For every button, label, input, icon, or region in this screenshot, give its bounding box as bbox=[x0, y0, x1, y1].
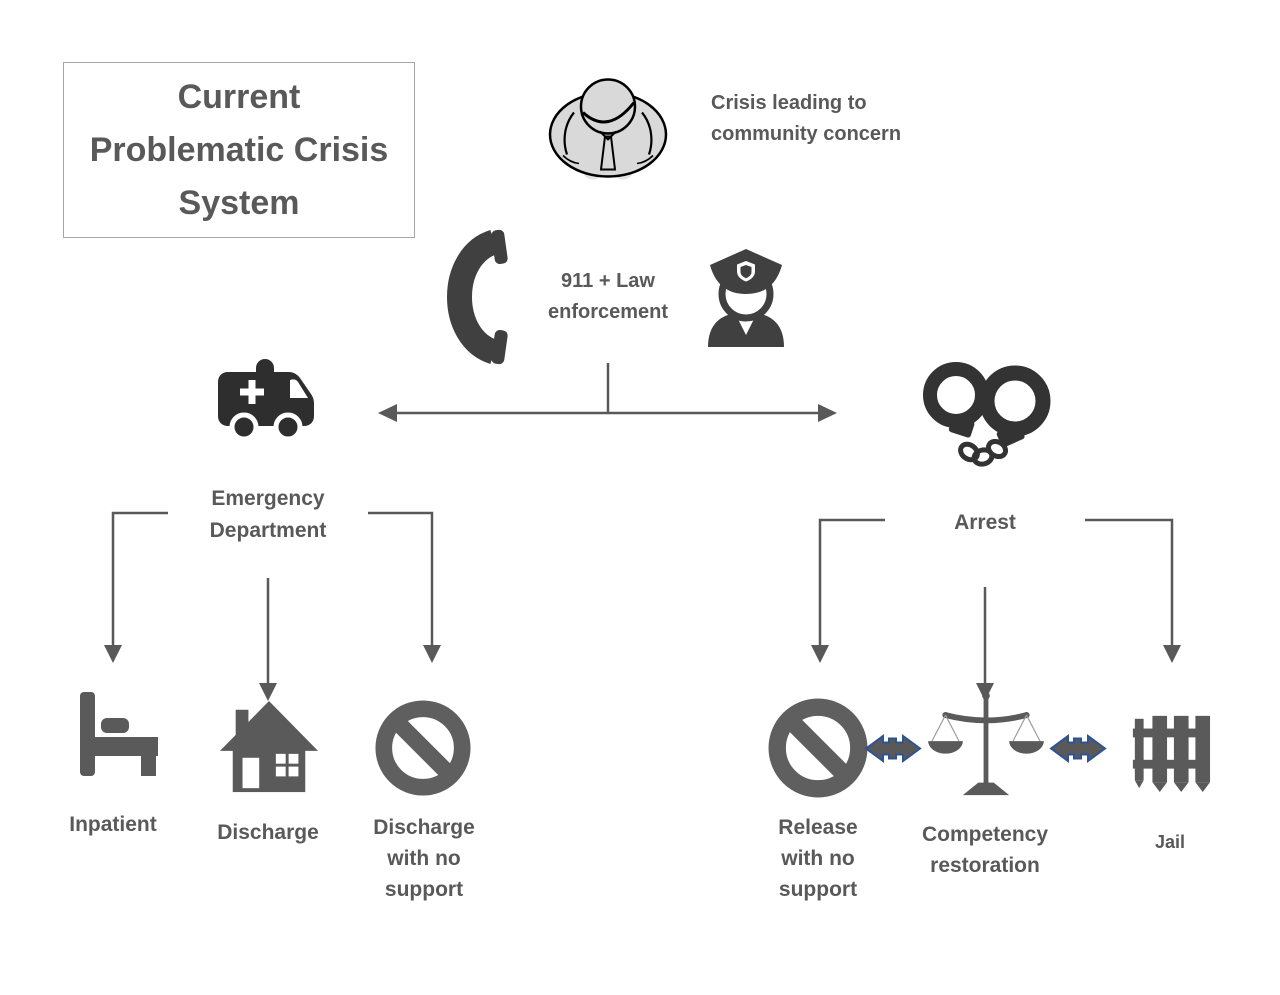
scales-of-justice-icon bbox=[928, 690, 1044, 798]
telephone-icon bbox=[442, 226, 510, 368]
jail-label: Jail bbox=[1154, 832, 1186, 852]
title-line: Problematic Crisis bbox=[89, 130, 389, 169]
no-entry-icon bbox=[767, 697, 869, 799]
no-entry-icon bbox=[374, 699, 472, 797]
arrowhead-release-no-support bbox=[811, 645, 829, 663]
diagram-title: Current Problematic Crisis System bbox=[63, 62, 415, 238]
arrowhead-right bbox=[818, 404, 837, 422]
ambulance-icon bbox=[210, 352, 322, 452]
crisis-label: Crisis leading to community concern bbox=[711, 92, 902, 145]
inpatient-label: Inpatient bbox=[69, 813, 157, 836]
handcuffs-icon bbox=[912, 357, 1060, 472]
arrest-label: Arrest bbox=[954, 511, 1016, 534]
title-line: System bbox=[178, 183, 300, 222]
discharge-label: Discharge bbox=[217, 821, 319, 844]
competency-restoration-label: Competency restoration bbox=[921, 823, 1049, 877]
jail-bars-icon bbox=[1127, 710, 1213, 794]
dispatch-label: 911 + Law enforcement bbox=[547, 270, 669, 323]
house-icon bbox=[220, 698, 318, 796]
title-line: Current bbox=[177, 77, 301, 116]
bed-icon bbox=[70, 688, 162, 780]
connector-arrest-right bbox=[1085, 518, 1174, 646]
police-officer-icon bbox=[702, 247, 790, 347]
arrowhead-inpatient bbox=[104, 645, 122, 663]
connector-ed-right bbox=[368, 511, 434, 646]
discharge-no-support-label: Discharge with no support bbox=[373, 816, 475, 901]
release-no-support-label: Release with no support bbox=[778, 816, 858, 901]
connector-arrest-left bbox=[818, 518, 885, 646]
arrowhead-left bbox=[378, 404, 397, 422]
arrowhead-jail bbox=[1163, 645, 1181, 663]
emergency-department-label: Emergency Department bbox=[209, 487, 327, 542]
arrowhead-discharge-no-support bbox=[423, 645, 441, 663]
connector-ed-left bbox=[111, 511, 168, 646]
double-arrow-icon bbox=[1049, 732, 1107, 765]
bowing-person-icon bbox=[543, 74, 673, 182]
double-arrow-icon bbox=[864, 732, 922, 765]
